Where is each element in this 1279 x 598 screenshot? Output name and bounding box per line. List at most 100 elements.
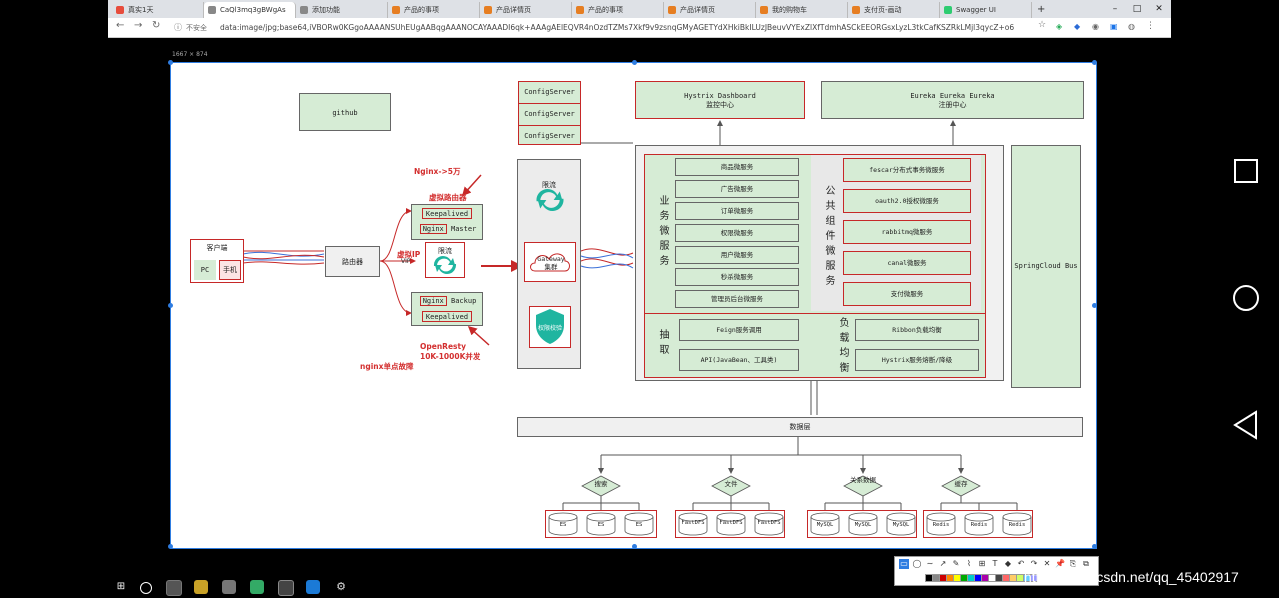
browser-tab[interactable]: 产品详情页 <box>480 2 572 18</box>
copy-icon[interactable]: ⧉ <box>1083 559 1089 568</box>
pin-icon[interactable]: 📌 <box>1055 559 1065 568</box>
common-service: 支付微服务 <box>843 282 971 306</box>
resize-handle[interactable] <box>632 60 637 65</box>
app-icon[interactable] <box>194 580 208 594</box>
marker-tool-icon[interactable]: ⌇ <box>967 559 971 568</box>
new-tab-icon[interactable]: + <box>1037 4 1046 15</box>
browser-tab[interactable]: Swagger UI <box>940 2 1032 18</box>
text-tool-icon[interactable]: T <box>992 559 998 568</box>
arrow-tool-icon[interactable]: ↗ <box>939 559 947 568</box>
tab-title: 产品详情页 <box>680 6 715 14</box>
reload-icon[interactable]: ↻ <box>152 20 161 31</box>
extension-icon-4[interactable]: ▣ <box>1110 22 1118 31</box>
color-swatch[interactable] <box>1030 574 1038 582</box>
database-icon <box>716 512 746 536</box>
eraser-tool-icon[interactable]: ◆ <box>1004 559 1012 568</box>
minimize-icon[interactable]: – <box>1112 4 1118 14</box>
resize-handle[interactable] <box>632 544 637 549</box>
business-service: 管理员后台微服务 <box>675 290 799 308</box>
tab-favicon-icon <box>576 6 584 14</box>
business-service: 商品微服务 <box>675 158 799 176</box>
database-icon <box>810 512 840 536</box>
close-window-icon[interactable]: ✕ <box>1155 4 1163 14</box>
extension-icon-5[interactable]: ◍ <box>1128 22 1135 31</box>
back-icon[interactable]: ← <box>116 20 125 31</box>
rectangle-tool-icon[interactable]: ▭ <box>899 559 909 569</box>
close-icon[interactable]: ✕ <box>1043 559 1051 568</box>
forward-icon[interactable]: → <box>134 20 143 31</box>
resize-handle[interactable] <box>168 544 173 549</box>
keepalived-backup: Keepalived <box>422 311 472 322</box>
group-diamond <box>711 475 751 497</box>
browser-tab[interactable]: 产品详情页 <box>664 2 756 18</box>
database-label: Redis <box>970 522 988 528</box>
save-icon[interactable]: ⎘ <box>1069 559 1077 568</box>
browser-tab[interactable]: 产品的事项 <box>572 2 664 18</box>
url-field[interactable]: data:image/jpg;base64,iVBORw0KGgoAAAANSU… <box>220 23 1015 32</box>
line-tool-icon[interactable]: ∼ <box>926 559 934 568</box>
connector-lines <box>242 120 1018 511</box>
database-label: Redis <box>932 522 950 528</box>
extension-icon-2[interactable]: ◆ <box>1074 22 1081 31</box>
extension-icon[interactable]: ◈ <box>1056 22 1063 31</box>
tab-title: Swagger UI <box>956 6 996 14</box>
maximize-icon[interactable]: □ <box>1132 4 1142 14</box>
services-container: 业务微服务 商品微服务广告微服务订单微服务权限微服务用户微服务秒杀微服务管理员后… <box>635 145 1004 381</box>
auth-check-box: 权限校验 <box>529 306 571 348</box>
resize-handle[interactable] <box>168 303 173 308</box>
bookmark-star-icon[interactable]: ☆ <box>1038 20 1047 30</box>
resize-handle[interactable] <box>168 60 173 65</box>
browser-tab[interactable]: 支付页-画动 <box>848 2 940 18</box>
search-icon[interactable] <box>140 582 152 594</box>
browser-tab[interactable]: CaQl3mq3gBWgAs <box>204 2 296 18</box>
resize-handle[interactable] <box>1092 303 1097 308</box>
folder-icon[interactable] <box>250 580 264 594</box>
database-icon <box>1002 512 1032 536</box>
insecure-info-icon[interactable]: ⓘ <box>174 23 182 32</box>
group-storage-box <box>545 510 657 538</box>
browser-tab[interactable]: 我的购物车 <box>756 2 848 18</box>
browser-tab[interactable]: 真实1天 <box>112 2 204 18</box>
business-service: 广告微服务 <box>675 180 799 198</box>
menu-icon[interactable]: ⋮ <box>1146 21 1155 31</box>
chrome-icon[interactable] <box>166 580 182 596</box>
terminal-icon[interactable] <box>278 580 294 596</box>
browser-tab[interactable]: 添加功能 <box>296 2 388 18</box>
keepalived-master: Keepalived <box>422 208 472 219</box>
config-server-cluster: ConfigServer ConfigServer ConfigServer <box>518 81 581 145</box>
eureka-title: Eureka Eureka Eureka <box>910 92 995 100</box>
group-diamond <box>941 475 981 497</box>
pen-tool-icon[interactable]: ✎ <box>952 559 960 568</box>
resize-handle[interactable] <box>1092 544 1097 549</box>
extract-title: 抽取 <box>657 329 668 359</box>
ellipse-tool-icon[interactable]: ◯ <box>912 559 922 568</box>
diagram-canvas[interactable]: github ConfigServer ConfigServer ConfigS… <box>168 60 1097 549</box>
common-service: fescar分布式事务微服务 <box>843 158 971 182</box>
nginx-lb-box: 限流 <box>425 242 465 278</box>
windows-start-icon[interactable]: ⊞ <box>116 581 126 592</box>
redo-icon[interactable]: ↷ <box>1030 559 1038 568</box>
settings-gear-icon[interactable]: ⚙ <box>336 580 346 593</box>
canvas-size-label: 1667 × 874 <box>172 51 208 58</box>
home-icon[interactable] <box>1233 285 1259 311</box>
recent-apps-icon[interactable] <box>1234 159 1258 183</box>
group-storage-box <box>923 510 1033 538</box>
extract-item: API(JavaBean、工具类) <box>679 349 799 371</box>
group-label: 缓存 <box>954 480 968 488</box>
app-icon-2[interactable] <box>222 580 236 594</box>
group-storage-box <box>807 510 917 538</box>
pc-box: PC <box>194 260 216 280</box>
undo-icon[interactable]: ↶ <box>1017 559 1025 568</box>
virtual-router-label: 虚拟路由器 <box>429 193 467 202</box>
data-layer-box: 数据层 <box>517 417 1083 437</box>
tab-favicon-icon <box>392 6 400 14</box>
app-icon-3[interactable] <box>306 580 320 594</box>
resize-handle[interactable] <box>1092 60 1097 65</box>
back-nav-icon[interactable] <box>1232 410 1260 440</box>
tab-title: 产品的事项 <box>588 6 623 14</box>
browser-tab[interactable]: 产品的事项 <box>388 2 480 18</box>
mosaic-tool-icon[interactable]: ⊞ <box>978 559 986 568</box>
extension-icon-3[interactable]: ◉ <box>1092 22 1099 31</box>
master-label: Master <box>451 225 477 233</box>
